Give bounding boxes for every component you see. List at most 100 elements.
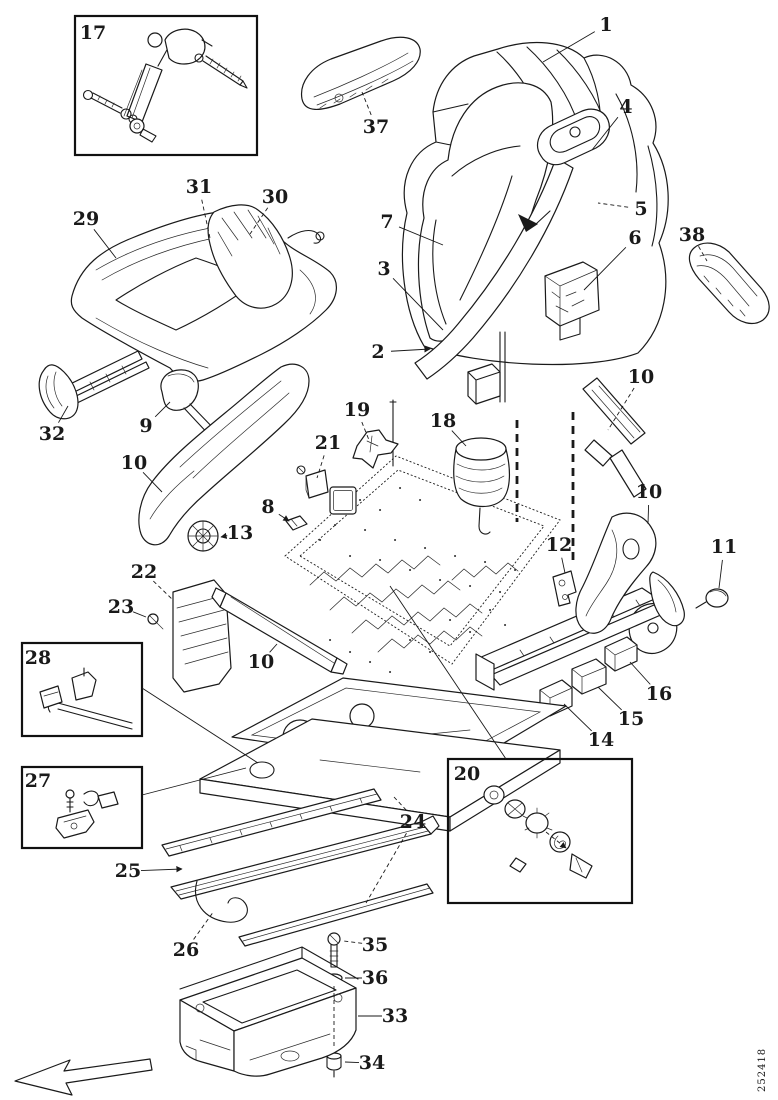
release-lever bbox=[649, 571, 685, 627]
gas-strut-inset-part bbox=[82, 28, 248, 143]
callout-22: 22 bbox=[131, 561, 157, 583]
seat-belt-upper bbox=[414, 108, 610, 380]
floor-rails bbox=[161, 788, 440, 947]
rail-and-recliner-right bbox=[475, 512, 729, 717]
leader-line-3 bbox=[392, 278, 444, 331]
callout-3: 3 bbox=[377, 258, 390, 280]
connection-line bbox=[141, 687, 259, 764]
slide-swivel-assembly bbox=[199, 677, 567, 832]
rubber-bumper-18 bbox=[453, 437, 510, 535]
pad-21 bbox=[329, 486, 357, 515]
callout-9: 9 bbox=[139, 415, 152, 437]
callout-38: 38 bbox=[679, 224, 705, 246]
knob-11 bbox=[705, 588, 729, 608]
belt-direction-arrow bbox=[518, 214, 538, 232]
leader-line-21 bbox=[316, 455, 325, 479]
leader-line-23 bbox=[132, 611, 147, 618]
leader-line-16 bbox=[629, 661, 651, 685]
channel-strip-10 bbox=[211, 587, 348, 675]
release-cable bbox=[195, 880, 248, 923]
callout-33: 33 bbox=[382, 1005, 408, 1027]
callout-21: 21 bbox=[315, 432, 341, 454]
callout-23: 23 bbox=[108, 596, 134, 618]
callout-28: 28 bbox=[25, 647, 51, 669]
callout-2: 2 bbox=[371, 341, 384, 363]
callout-32: 32 bbox=[39, 423, 65, 445]
leader-line-15 bbox=[597, 686, 622, 711]
callout-1: 1 bbox=[599, 14, 612, 36]
callout-19: 19 bbox=[344, 399, 370, 421]
callout-31: 31 bbox=[186, 176, 212, 198]
leader-line-29 bbox=[93, 229, 117, 259]
callout-6: 6 bbox=[628, 227, 641, 249]
inset-box-20 bbox=[446, 757, 634, 905]
leader-line-14 bbox=[563, 703, 592, 732]
seat-belt-lower bbox=[582, 377, 647, 498]
callout-17: 17 bbox=[80, 22, 106, 44]
callout-37: 37 bbox=[363, 116, 389, 138]
leader-line-19 bbox=[361, 421, 370, 441]
small-hardware-centre bbox=[285, 399, 510, 535]
callout-13: 13 bbox=[227, 522, 253, 544]
inset-box-27 bbox=[20, 765, 144, 850]
leader-line-34 bbox=[344, 1061, 360, 1063]
leader-line-18 bbox=[451, 430, 467, 447]
seat-suspension-mat bbox=[284, 455, 561, 673]
connection-line bbox=[393, 796, 409, 813]
side-shield-right bbox=[575, 512, 657, 634]
recliner-disc-inset-part bbox=[483, 785, 593, 879]
callout-16: 16 bbox=[646, 683, 672, 705]
armrest-right bbox=[688, 242, 770, 325]
leader-line-10 bbox=[607, 387, 635, 431]
connection-line bbox=[389, 585, 507, 760]
leader-line-2 bbox=[390, 346, 431, 353]
leader-line-32 bbox=[58, 405, 69, 423]
leader-line-13 bbox=[220, 532, 228, 539]
leader-line-10 bbox=[647, 504, 650, 525]
leader-line-25 bbox=[140, 866, 183, 873]
bracket-21 bbox=[305, 469, 329, 499]
leader-line-26 bbox=[193, 910, 215, 940]
belt-lock bbox=[544, 261, 600, 327]
leader-line-9 bbox=[154, 401, 171, 418]
tilt-handle bbox=[38, 350, 150, 420]
leader-line-12 bbox=[561, 557, 566, 574]
cushion-trim-flap bbox=[207, 204, 293, 309]
armrest-left bbox=[300, 36, 421, 110]
callout-12: 12 bbox=[546, 534, 572, 556]
callout-30: 30 bbox=[262, 186, 288, 208]
leader-line-10 bbox=[269, 643, 278, 653]
leader-line-8 bbox=[278, 513, 290, 522]
callout-27: 27 bbox=[25, 770, 51, 792]
cable-clamp bbox=[352, 429, 399, 469]
base-pedestal bbox=[179, 946, 359, 1077]
callout-11: 11 bbox=[711, 536, 737, 558]
callout-4: 4 bbox=[619, 96, 632, 118]
link-lines-layer bbox=[141, 412, 575, 1049]
callout-7: 7 bbox=[380, 211, 393, 233]
leader-line-1 bbox=[542, 31, 596, 63]
callout-34: 34 bbox=[359, 1052, 385, 1074]
callout-5: 5 bbox=[634, 198, 647, 220]
drawing-number: 252418 bbox=[757, 1048, 768, 1092]
leader-line-30 bbox=[249, 207, 269, 235]
seat-cushion bbox=[70, 204, 337, 382]
direction-arrow-icon bbox=[14, 1058, 153, 1096]
callout-10: 10 bbox=[628, 366, 654, 388]
connection-line bbox=[141, 767, 247, 796]
callout-10: 10 bbox=[248, 651, 274, 673]
callout-29: 29 bbox=[73, 208, 99, 230]
bracket-12 bbox=[552, 570, 577, 607]
callout-10: 10 bbox=[636, 481, 662, 503]
callout-36: 36 bbox=[362, 967, 388, 989]
hardware-inset-part bbox=[55, 789, 119, 839]
bracket-16 bbox=[604, 636, 638, 672]
leader-line-11 bbox=[718, 559, 723, 589]
callout-18: 18 bbox=[430, 410, 456, 432]
leader-line-38 bbox=[698, 246, 708, 262]
leader-line-7 bbox=[398, 226, 444, 246]
callout-15: 15 bbox=[618, 708, 644, 730]
inset-box-17 bbox=[73, 14, 259, 157]
